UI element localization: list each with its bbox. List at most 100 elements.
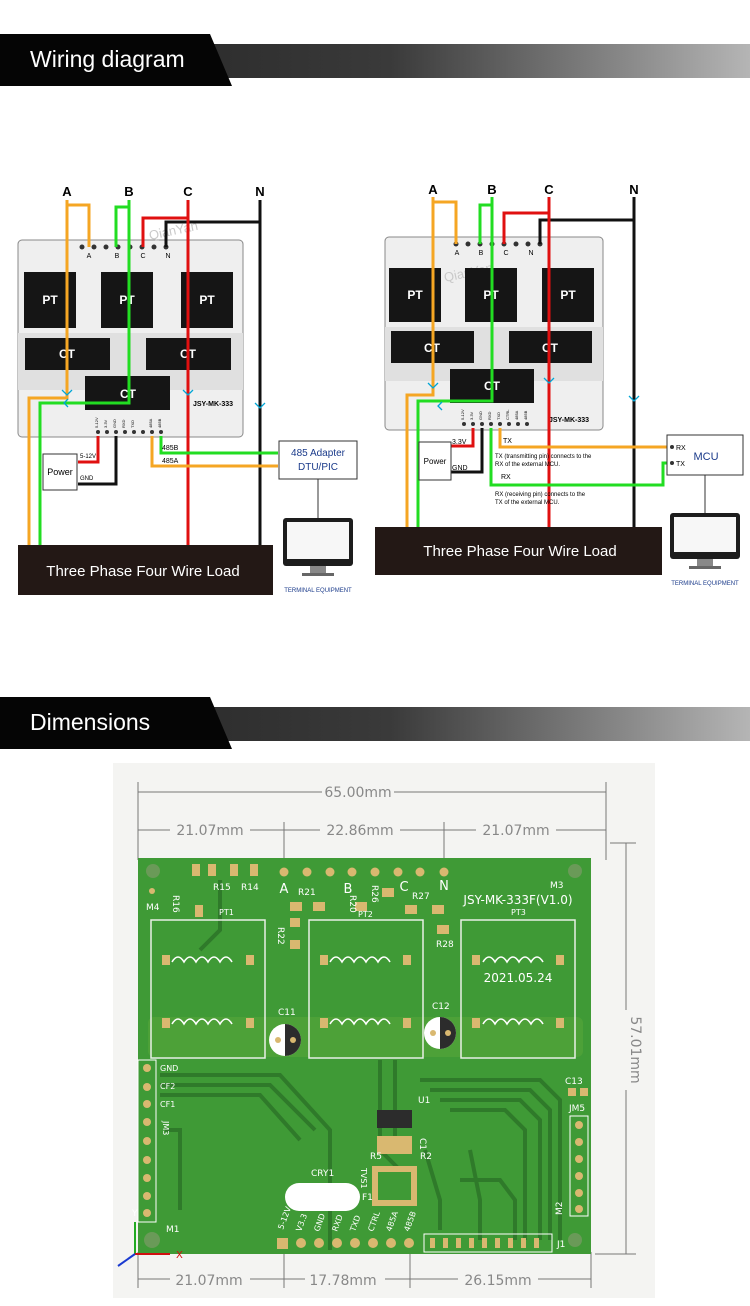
mount-label: M4 <box>146 903 160 913</box>
dim-mask <box>170 822 250 838</box>
mount-hole-icon <box>144 864 582 1248</box>
mount-label: M3 <box>550 881 564 891</box>
pin-label: 485A <box>148 418 153 428</box>
tvs-body <box>378 1172 411 1200</box>
pin-label: 485B <box>523 410 528 420</box>
pin-label: 5-12V <box>94 417 99 428</box>
power-pos-wire <box>451 428 475 448</box>
pin-label-n: N <box>165 253 170 260</box>
cap-label: C11 <box>278 1008 296 1018</box>
load-box <box>18 545 273 595</box>
pin-label: GND <box>478 411 483 420</box>
power-gnd-label: GND <box>452 465 468 472</box>
phase-c-wire <box>141 200 190 545</box>
mount-label: M1 <box>166 1225 180 1235</box>
resistor-label: R26 <box>369 885 379 903</box>
pin-label: RXD <box>121 419 126 428</box>
tx-wire <box>498 428 672 449</box>
dim-mask <box>170 1272 250 1288</box>
adapter-box <box>278 440 358 480</box>
chip-pads <box>377 1136 412 1154</box>
tx-note: TX (transmitting pin) connects to the <box>495 454 592 460</box>
power-label: Power <box>47 467 73 477</box>
coil-pads <box>162 955 564 1028</box>
monitor-icon <box>670 513 740 569</box>
left-pin-label: CF1 <box>160 1100 175 1109</box>
pin-letter-b: B <box>344 882 353 897</box>
pin-label-b: B <box>479 250 484 257</box>
load-box <box>375 527 662 575</box>
phase-c-wire <box>502 197 551 528</box>
j1-pins <box>430 1238 539 1248</box>
pin-label: 3.3V <box>103 419 108 428</box>
jm3-pins <box>143 1064 151 1217</box>
jm5-outline <box>569 1115 589 1217</box>
pin-letter-a: A <box>280 882 289 897</box>
header-bar <box>150 707 750 741</box>
jm5-label: JM5 <box>568 1104 585 1114</box>
section-title: Wiring diagram <box>30 46 185 72</box>
dim-mask <box>322 784 394 800</box>
neutral-wire <box>164 200 262 545</box>
mcu-rx-label: RX <box>676 445 686 452</box>
pin-label-a: A <box>87 253 92 260</box>
j1-outline <box>423 1233 553 1253</box>
dim-top-right: 21.07mm <box>482 823 549 839</box>
tvs-label: TVS1 <box>359 1167 368 1189</box>
section-title: Dimensions <box>30 709 151 735</box>
capacitor-icon <box>269 1017 456 1056</box>
pt-outline <box>150 919 576 1059</box>
resistor-label: R28 <box>436 940 454 950</box>
jm3-outline <box>137 1059 157 1223</box>
jm5-pins <box>575 1121 583 1213</box>
mcu-label: MCU <box>693 451 718 463</box>
pin-label-c: C <box>140 253 145 260</box>
cap-label: C12 <box>432 1002 450 1012</box>
pt-block <box>542 268 594 322</box>
resistor-label: R21 <box>298 888 316 898</box>
mount-label: M2 <box>555 1202 565 1216</box>
terminal-label: TERMINAL EQUIPMENT <box>671 581 739 587</box>
smd-pad <box>580 1088 588 1096</box>
pin-label-b: B <box>115 253 120 260</box>
dim-bot-right: 26.15mm <box>464 1273 531 1289</box>
bottom-pin-header <box>462 422 529 426</box>
dim-total: 65.00mm <box>324 785 391 801</box>
rx-note: TX of the external MCU. <box>495 500 560 506</box>
terminal-label: TERMINAL EQUIPMENT <box>284 588 352 594</box>
pin-label: 5-12V <box>460 409 465 420</box>
pin-label-a: A <box>455 250 460 257</box>
smd-pad <box>568 1088 576 1096</box>
pcb-dimension-drawing: 65.00mm 21.07mm 22.86mm 21.07mm 57.01mm … <box>113 763 655 1298</box>
power-pos-wire <box>78 436 100 464</box>
j1-label: J1 <box>556 1240 565 1250</box>
phase-a-load-wire <box>27 395 69 545</box>
cry1-label: CRY1 <box>311 1169 334 1179</box>
left-pin-label: GND <box>160 1064 178 1073</box>
bottom-pin-header <box>96 430 163 434</box>
top-header <box>279 867 449 877</box>
phase-b-load-wire <box>38 395 131 545</box>
wire-485b <box>159 436 278 455</box>
mcu-tx-pin <box>670 461 674 465</box>
jm3-label: JM3 <box>161 1120 170 1135</box>
phase-a-wire <box>431 197 458 388</box>
tx-note: RX of the external MCU. <box>495 462 560 468</box>
rx-wire <box>489 428 672 487</box>
resistor-label: R2 <box>420 1152 432 1162</box>
cap-label: C13 <box>565 1077 583 1087</box>
power-pos-label: 5-12V <box>80 454 96 460</box>
pin-label: TXD <box>130 420 135 428</box>
dim-top-mid: 22.86mm <box>326 823 393 839</box>
pin-label: RXD <box>487 411 492 420</box>
dim-bot-mid: 17.78mm <box>309 1273 376 1289</box>
pt-label: PT <box>199 293 215 307</box>
header-bar <box>150 44 750 78</box>
ct-arrow-icon <box>61 389 266 409</box>
pin-label-c: C <box>503 250 508 257</box>
mcu-rx-pin <box>670 445 674 449</box>
adapter-label-2: DTU/PIC <box>298 462 338 473</box>
dim-mask <box>476 822 556 838</box>
axis-x-label: X <box>176 1250 183 1261</box>
pcb-traces <box>160 880 562 1250</box>
